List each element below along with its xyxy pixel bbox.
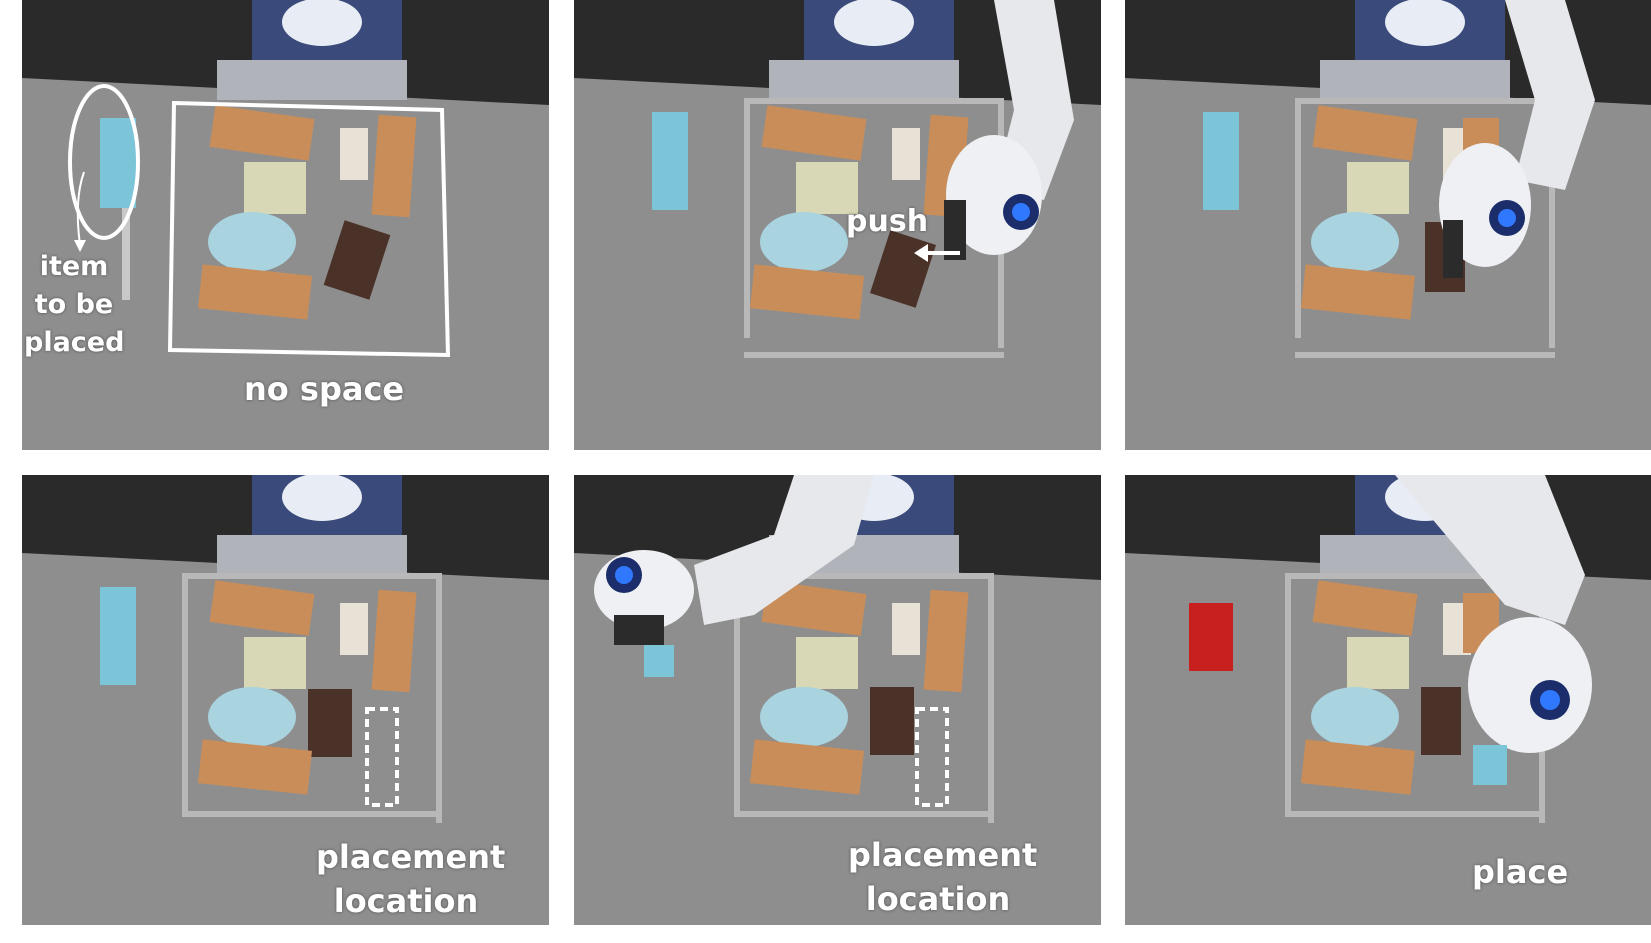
scene-1: [22, 0, 549, 450]
photo-panel-3: [1125, 0, 1651, 450]
no-space-label: no space: [244, 370, 405, 408]
placement-location-label: placement location: [848, 836, 1038, 918]
pointer-arrow: [76, 171, 85, 246]
scene-2: [574, 0, 1101, 450]
photo-panel-6: place: [1125, 475, 1651, 925]
placement-location-marker: [915, 707, 949, 807]
photo-panel-1: item to be placed no space: [22, 0, 549, 450]
workspace-box: [167, 100, 451, 358]
item-to-be-placed-label: item to be placed: [24, 251, 125, 358]
push-label: push: [846, 204, 929, 239]
photo-panel-4: placement location: [22, 475, 549, 925]
scene-5: [574, 475, 1101, 925]
place-label: place: [1472, 853, 1569, 891]
photo-panel-2: push: [574, 0, 1101, 450]
photo-panel-5: placement location: [574, 475, 1101, 925]
placement-location-marker: [365, 707, 399, 807]
scene-3: [1125, 0, 1651, 450]
scene-4: [22, 475, 549, 925]
item-highlight-ellipse: [68, 84, 140, 240]
placement-location-label: placement location: [316, 838, 506, 920]
scene-6: [1125, 475, 1651, 925]
